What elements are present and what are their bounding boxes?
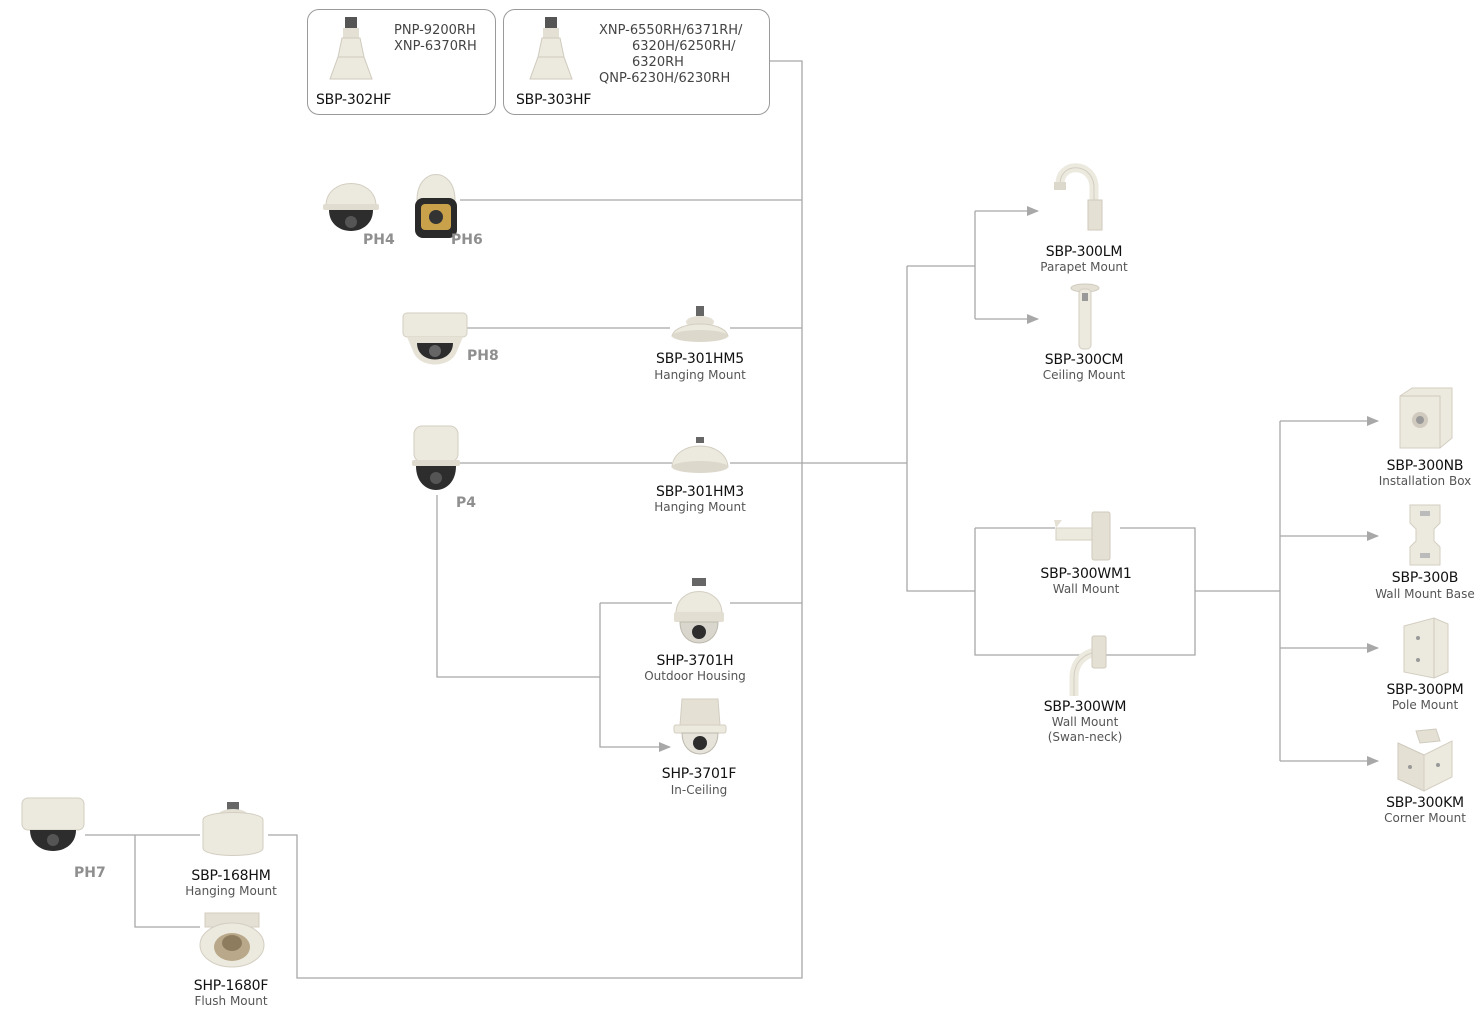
- compat-item: 6320RH: [632, 55, 684, 70]
- camera-label-ph4: PH4: [363, 232, 395, 248]
- base-sbp-300b-image: [1409, 504, 1441, 566]
- model-label-sbp-300wm1: SBP-300WM1: [1040, 566, 1132, 582]
- model-label-sbp-300b: SBP-300B: [1391, 570, 1459, 586]
- model-label-sbp-300wm: SBP-300WM: [1043, 699, 1127, 715]
- model-label-shp-1680f: SHP-1680F: [193, 978, 269, 994]
- compat-list-sbp-303hf: XNP-6550RH/6371RH/ 6320H/6250RH/ 6320RH …: [599, 23, 742, 87]
- desc-label-sbp-301hm3: Hanging Mount: [654, 500, 746, 514]
- camera-ph7-image: [21, 797, 85, 851]
- adapter-sbp-302hf-image: [329, 17, 373, 80]
- desc-label-sbp-301hm5: Hanging Mount: [654, 368, 746, 382]
- housing-shp-3701f-image: [673, 698, 727, 755]
- camera-ph8-image: [402, 312, 468, 365]
- mount-sbp-300pm-image: [1403, 617, 1449, 679]
- camera-ph6-image: [415, 174, 457, 238]
- desc-label-sbp-300cm: Ceiling Mount: [1042, 368, 1126, 382]
- mount-sbp-300wm1-image: [1054, 511, 1111, 561]
- camera-label-ph7: PH7: [74, 865, 106, 881]
- model-label-sbp-301hm3: SBP-301HM3: [656, 484, 744, 500]
- desc-label-shp-3701f: In-Ceiling: [670, 783, 728, 797]
- compat-item: QNP-6230H/6230RH: [599, 71, 731, 86]
- desc-label-shp-1680f: Flush Mount: [194, 994, 268, 1008]
- model-label-sbp-303hf: SBP-303HF: [516, 92, 592, 108]
- adapter-sbp-303hf-image: [529, 17, 573, 80]
- model-label-sbp-300cm: SBP-300CM: [1044, 352, 1124, 368]
- model-label-shp-3701h: SHP-3701H: [656, 653, 734, 669]
- mount-sbp-301hm5-image: [671, 306, 729, 342]
- camera-label-p4: P4: [456, 495, 477, 511]
- mount-sbp-300km-image: [1397, 728, 1453, 792]
- compat-item: XNP-6370RH: [394, 39, 477, 54]
- camera-label-ph6: PH6: [451, 232, 483, 248]
- mount-sbp-300lm-image: [1054, 163, 1103, 231]
- model-label-sbp-300pm: SBP-300PM: [1386, 682, 1464, 698]
- model-label-sbp-302hf: SBP-302HF: [316, 92, 392, 108]
- compat-item: XNP-6550RH/6371RH/: [599, 23, 743, 38]
- desc-label-sbp-300wm1: Wall Mount: [1052, 582, 1120, 596]
- model-label-shp-3701f: SHP-3701F: [661, 766, 737, 782]
- camera-p4-image: [412, 425, 460, 490]
- compat-item: PNP-9200RH: [394, 23, 476, 38]
- mount-shp-1680f-image: [199, 912, 265, 968]
- desc-label-shp-3701h: Outdoor Housing: [644, 669, 746, 683]
- model-label-sbp-168hm: SBP-168HM: [191, 868, 271, 884]
- desc2-label-sbp-300wm: (Swan-neck): [1047, 730, 1123, 744]
- housing-shp-3701h-image: [674, 578, 724, 644]
- compat-item: 6320H/6250RH/: [632, 39, 736, 54]
- desc-label-sbp-300km: Corner Mount: [1384, 811, 1466, 825]
- desc-label-sbp-168hm: Hanging Mount: [185, 884, 277, 898]
- camera-ph4-image: [323, 183, 379, 231]
- mount-sbp-300cm-image: [1070, 283, 1100, 350]
- desc-label-sbp-300b: Wall Mount Base: [1375, 587, 1475, 601]
- box-sbp-300nb-image: [1399, 387, 1453, 449]
- model-label-sbp-300km: SBP-300KM: [1386, 795, 1464, 811]
- desc-label-sbp-300wm: Wall Mount: [1051, 715, 1119, 729]
- desc-label-sbp-300nb: Installation Box: [1378, 474, 1472, 488]
- compat-list-sbp-302hf: PNP-9200RH XNP-6370RH: [394, 23, 477, 55]
- model-label-sbp-300nb: SBP-300NB: [1386, 458, 1464, 474]
- desc-label-sbp-300pm: Pole Mount: [1391, 698, 1459, 712]
- mount-sbp-300wm-image: [1069, 635, 1107, 696]
- mount-sbp-301hm3-image: [671, 437, 729, 473]
- desc-label-sbp-300lm: Parapet Mount: [1040, 260, 1128, 274]
- model-label-sbp-300lm: SBP-300LM: [1045, 244, 1123, 260]
- model-label-sbp-301hm5: SBP-301HM5: [656, 351, 744, 367]
- camera-label-ph8: PH8: [467, 348, 499, 364]
- mount-sbp-168hm-image: [202, 802, 264, 856]
